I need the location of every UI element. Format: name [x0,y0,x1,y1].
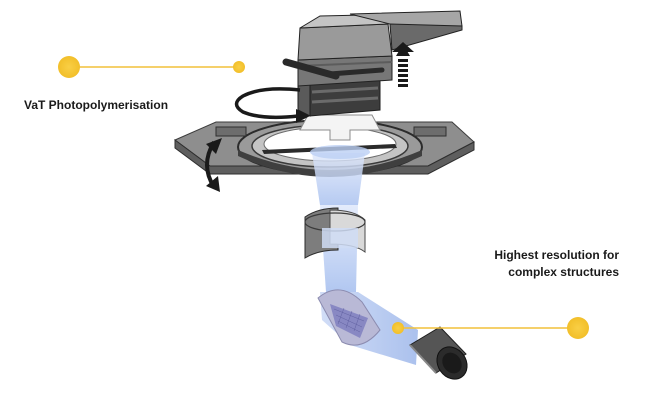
rotate-arrow-icon [234,87,310,123]
lens-holder [304,207,366,259]
resolution-label: Highest resolution for complex structure… [494,247,619,281]
callout-dot-icon [567,317,589,339]
callout-dot-icon [58,56,80,78]
callout-dot-icon [233,61,245,73]
vat-photopolymerisation-label: VaT Photopolymerisation [24,98,169,112]
resolution-label-line2: complex structures [508,265,619,279]
build-head [282,10,463,141]
resolution-label-line1: Highest resolution for [494,248,619,262]
dmd-mirror [317,289,381,346]
callout-resolution [392,317,589,339]
callout-vat [58,56,245,78]
up-arrow-icon [392,42,414,87]
tilt-arrow-icon [205,138,222,192]
light-source [409,326,468,380]
callout-dot-icon [392,322,404,334]
